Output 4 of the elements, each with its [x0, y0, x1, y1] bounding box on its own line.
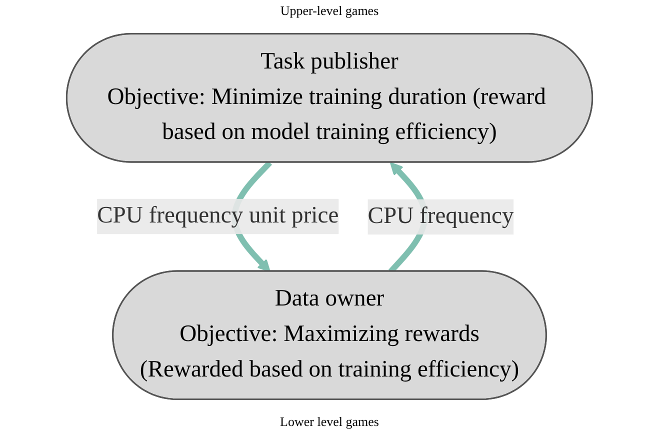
edge-label: CPU frequency	[368, 204, 514, 229]
level-caption: Lower level games	[280, 414, 379, 430]
level-caption: Upper-level games	[280, 3, 379, 19]
edge-label: CPU frequency unit price	[97, 203, 339, 228]
